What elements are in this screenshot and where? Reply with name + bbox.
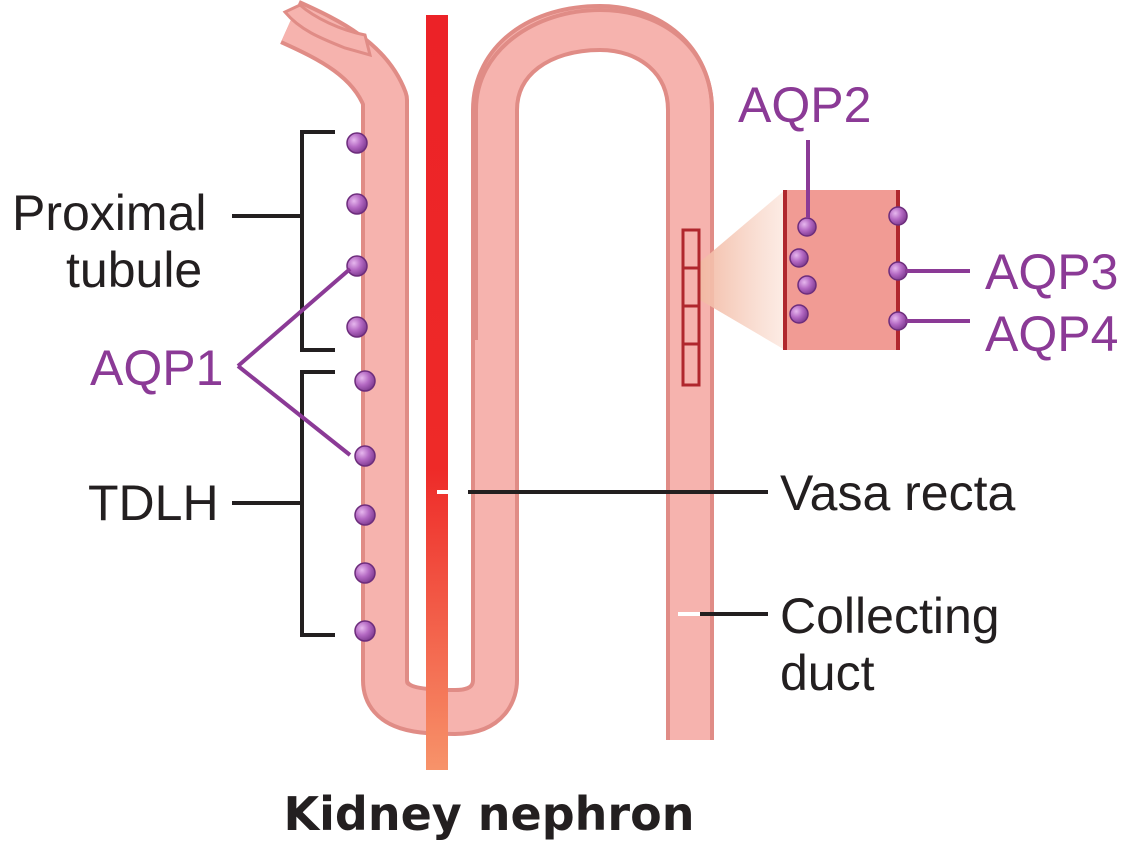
vasa-recta [426, 15, 448, 770]
label-tdlh: TDLH [88, 475, 219, 531]
aqp1-pointer-lines [238, 269, 350, 455]
aquaporin-dot [347, 256, 367, 276]
aquaporin-dot [355, 621, 375, 641]
label-aqp1: AQP1 [90, 340, 223, 396]
principal-cell-inset [785, 190, 907, 350]
aquaporin-dot [355, 563, 375, 583]
label-vasa-recta: Vasa recta [780, 465, 1015, 521]
aquaporin-dot [889, 262, 907, 280]
aquaporin-dot [798, 218, 816, 236]
aquaporin-dot [355, 446, 375, 466]
diagram-title: Kidney nephron [284, 787, 695, 841]
label-aqp2: AQP2 [738, 77, 871, 133]
aquaporin-dot [889, 207, 907, 225]
tubule-body [290, 22, 690, 740]
aquaporin-dot [355, 505, 375, 525]
aquaporin-dot [347, 194, 367, 214]
aquaporin-dot [347, 133, 367, 153]
label-aqp4: AQP4 [985, 306, 1118, 362]
label-tubule: tubule [66, 242, 202, 298]
aquaporin-dot [889, 312, 907, 330]
aquaporin-dot [355, 371, 375, 391]
aquaporin-dot [790, 305, 808, 323]
tdlh-bracket [232, 372, 335, 635]
aquaporin-dot [347, 317, 367, 337]
label-aqp3: AQP3 [985, 244, 1118, 300]
nephron-tubule [285, 5, 712, 740]
proximal-tubule-bracket [232, 132, 335, 350]
label-duct: duct [780, 645, 875, 701]
label-proximal: Proximal [12, 185, 206, 241]
aquaporin-dot [798, 276, 816, 294]
aquaporin-dot [790, 249, 808, 267]
label-collecting: Collecting [780, 588, 1000, 644]
